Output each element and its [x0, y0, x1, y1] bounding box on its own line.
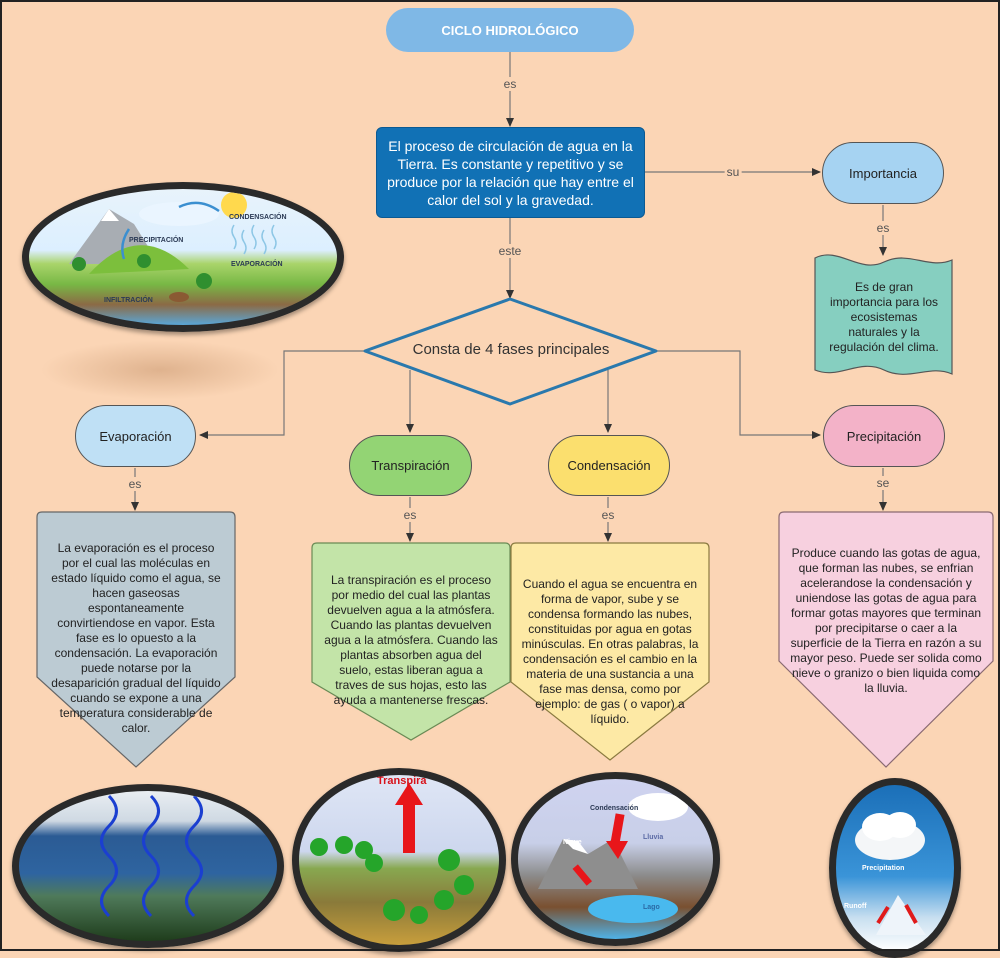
transpiration-image: Transpira	[292, 768, 506, 952]
precipitacion-desc-shape	[778, 511, 994, 768]
condensation-caption-lluvia: Lluvia	[643, 834, 664, 841]
importance-detail-text: Es de gran importancia para los ecosiste…	[829, 280, 939, 354]
importance-node[interactable]: Importancia	[822, 142, 944, 204]
condensacion-desc-shape	[510, 542, 710, 761]
phase-condensacion[interactable]: Condensación	[548, 435, 670, 496]
cycle-caption-condensacion: CONDENSACIÓN	[229, 214, 287, 221]
connector-phases-evaporacion	[199, 350, 365, 439]
evaporation-image	[12, 784, 284, 948]
phases-diamond[interactable]	[362, 296, 660, 408]
transpiracion-desc-shape	[311, 542, 511, 741]
title-node[interactable]: CICLO HIDROLÓGICO	[386, 8, 634, 52]
connector-label-se: se	[874, 476, 892, 490]
phase-label: Precipitación	[846, 428, 922, 444]
precipitation-image: Precipitation Runoff	[829, 778, 961, 958]
phase-label: Evaporación	[99, 428, 172, 444]
condensation-caption-nieve: Nieve	[563, 839, 582, 846]
connector-phases-precipitacion	[656, 350, 821, 439]
transpiration-illustration	[310, 783, 474, 924]
phase-label: Condensación	[567, 458, 651, 473]
connector-label-es: es	[501, 77, 519, 91]
phase-evaporacion[interactable]: Evaporación	[75, 405, 196, 467]
condensacion-desc-text: Cuando el agua se encuentra en forma de …	[521, 577, 699, 726]
connector-label-es: es	[599, 508, 617, 522]
condensation-illustration	[538, 793, 688, 923]
importance-detail-shape	[814, 254, 953, 375]
water-cycle-image: CONDENSACIÓN PRECIPITACIÓN EVAPORACIÓN I…	[22, 182, 344, 332]
phase-label: Transpiración	[371, 458, 450, 473]
condensation-image: Condensación Nieve Lluvia Lago	[511, 772, 720, 946]
phase-transpiracion[interactable]: Transpiración	[349, 435, 472, 496]
evaporacion-desc-shape	[36, 511, 236, 768]
importance-label: Importancia	[849, 165, 917, 181]
connector-label-es: es	[874, 221, 892, 235]
transpiration-caption: Transpira	[377, 775, 427, 787]
connector-label-su: su	[724, 165, 742, 179]
evaporacion-desc-text: La evaporación es el proceso por el cual…	[51, 541, 221, 735]
condensation-caption-lago: Lago	[643, 904, 660, 911]
precipitation-caption-runoff: Runoff	[844, 903, 867, 910]
definition-text: El proceso de circulación de agua en la …	[387, 137, 634, 208]
precipitation-caption-precipitation: Precipitation	[862, 865, 905, 872]
cycle-caption-precipitacion: PRECIPITACIÓN	[129, 237, 184, 244]
precipitacion-desc-text: Produce cuando las gotas de agua, que fo…	[790, 546, 982, 695]
phase-precipitacion[interactable]: Precipitación	[823, 405, 945, 467]
connector-label-es: es	[401, 508, 419, 522]
decorative-shadow	[40, 340, 280, 400]
precipitation-illustration	[855, 812, 926, 935]
definition-node[interactable]: El proceso de circulación de agua en la …	[376, 127, 645, 218]
condensation-caption-condensacion: Condensación	[590, 805, 639, 812]
cycle-caption-infiltracion: INFILTRACIÓN	[104, 297, 153, 304]
transpiracion-desc-text: La transpiración es el proceso por medio…	[324, 573, 498, 707]
title-text: CICLO HIDROLÓGICO	[441, 22, 579, 38]
connector-label-este: este	[496, 244, 524, 258]
phases-diamond-text: Consta de 4 fases principales	[412, 341, 610, 358]
connector-label-es: es	[126, 477, 144, 491]
evaporation-illustration	[100, 794, 203, 918]
water-cycle-illustration	[69, 192, 277, 302]
cycle-caption-evaporacion: EVAPORACIÓN	[231, 261, 283, 268]
